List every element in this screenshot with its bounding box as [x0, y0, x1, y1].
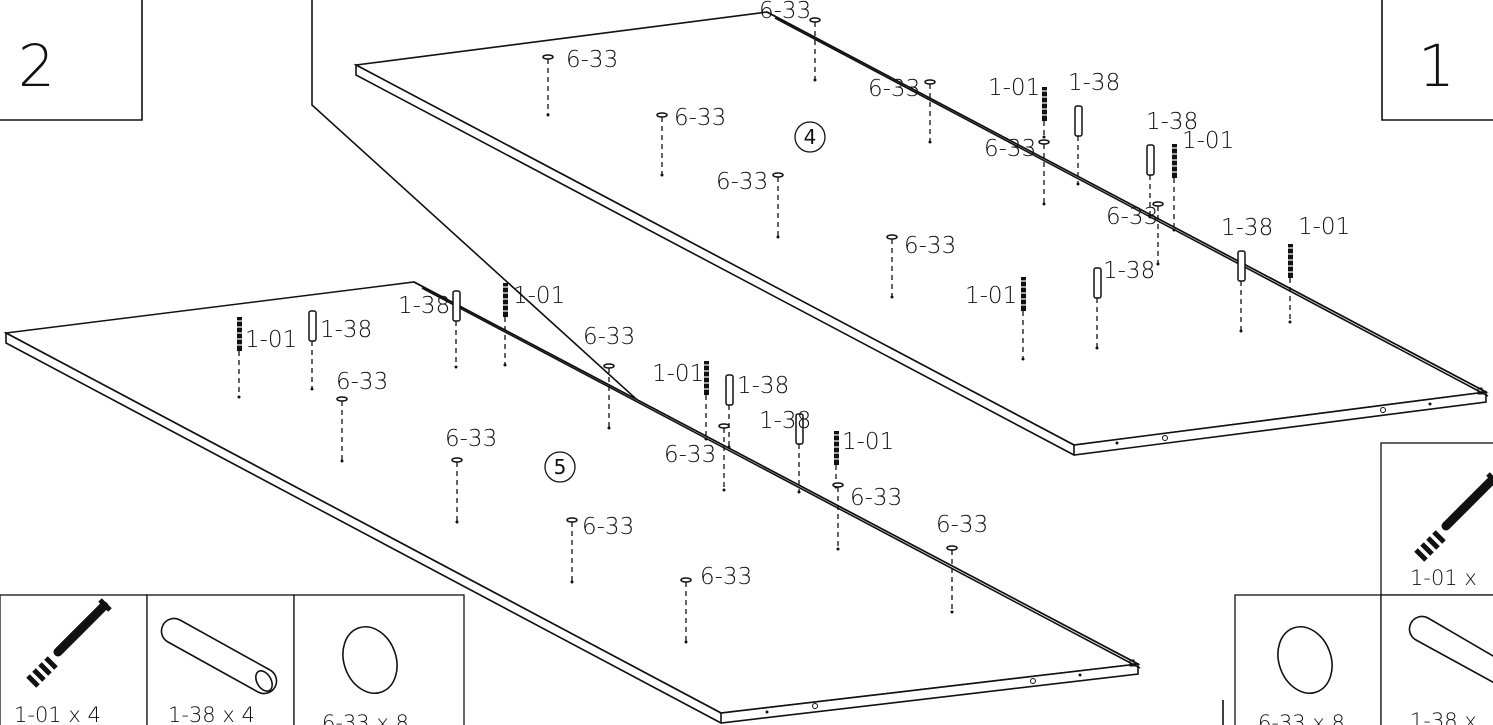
- fitting-label: 1-38: [1146, 109, 1198, 135]
- fitting-dowel-23: 1-38: [725, 373, 789, 449]
- fitting-cap-30: 6-33: [936, 512, 988, 614]
- panel-4-circle: [794, 121, 826, 153]
- fitting-label: 6-33: [868, 76, 920, 102]
- fitting-cap-4: 6-33: [716, 169, 784, 239]
- step-1-frame: [1381, 0, 1493, 121]
- fitting-label: 6-33: [664, 442, 716, 468]
- fitting-dowel-15: 1-38: [1093, 258, 1155, 350]
- fitting-cam-14: 1-01: [965, 277, 1028, 361]
- fitting-cam-19: 1-01: [501, 283, 565, 367]
- count-dowel-right: 1-38 x: [1410, 709, 1477, 725]
- dowel-icon: [160, 617, 278, 695]
- fitting-label: 1-38: [398, 293, 450, 319]
- fitting-cam-16: 1-01: [235, 317, 297, 399]
- fitting-dowel-25: 1-38: [759, 408, 811, 494]
- panel-5-circle: [544, 451, 576, 483]
- step-number-left: 2: [18, 32, 55, 100]
- fitting-label: 6-33: [759, 0, 811, 24]
- cap-icon-right: [1277, 626, 1333, 694]
- fitting-label: 6-33: [583, 324, 635, 350]
- hardware-legend-right: [1234, 442, 1493, 725]
- fitting-label: 1-38: [1221, 215, 1273, 241]
- fitting-label: 1-38: [759, 408, 811, 434]
- step-number-right: 1: [1418, 32, 1455, 100]
- fitting-cap-24: 6-33: [664, 423, 730, 492]
- fitting-label: 1-01: [245, 327, 297, 353]
- fitting-label: 6-33: [984, 136, 1036, 162]
- fitting-label: 1-38: [737, 373, 789, 399]
- fitting-label: 1-38: [320, 317, 372, 343]
- fitting-label: 1-01: [988, 75, 1040, 101]
- fitting-cap-20: 6-33: [336, 369, 388, 463]
- board-panel-5: [3, 281, 1141, 724]
- fitting-label: 1-01: [965, 283, 1017, 309]
- fitting-cam-11: 1-01: [1170, 128, 1234, 232]
- fitting-cap-28: 6-33: [445, 426, 497, 524]
- count-cam-bolt-right: 1-01 x: [1410, 566, 1477, 590]
- fitting-cap-3: 6-33: [656, 105, 726, 177]
- hardware-legend-left: [0, 594, 465, 725]
- fitting-label: 1-38: [1068, 70, 1120, 96]
- count-cam-bolt-left: 1-01 x 4: [14, 703, 101, 725]
- fitting-label: 6-33: [674, 105, 726, 131]
- fitting-cam-13: 1-01: [1286, 214, 1350, 324]
- fitting-dowel-12: 1-38: [1221, 215, 1273, 333]
- panel-5-number: 5: [554, 455, 567, 479]
- fitting-label: 6-33: [850, 485, 902, 511]
- fitting-cap-2: 6-33: [868, 76, 936, 144]
- scene-partition-lines: [311, 0, 1224, 725]
- fitting-label: 6-33: [336, 369, 388, 395]
- fitting-dowel-18: 1-38: [398, 290, 461, 369]
- board-panel-4: [353, 11, 1489, 456]
- fitting-label: 6-33: [566, 47, 618, 73]
- fitting-dowel-17: 1-38: [308, 310, 372, 391]
- fitting-cam-22: 1-01: [652, 361, 711, 441]
- fitting-cap-1: 6-33: [759, 0, 821, 82]
- fitting-label: 1-01: [513, 283, 565, 309]
- step-2-frame: [0, 0, 143, 121]
- fitting-cap-27: 6-33: [832, 482, 902, 551]
- fitting-label: 6-33: [700, 564, 752, 590]
- fitting-cam-26: 1-01: [832, 429, 894, 489]
- dowel-icon-right: [1408, 615, 1493, 684]
- fitting-label: 6-33: [582, 514, 634, 540]
- panel-4-number: 4: [804, 125, 817, 149]
- count-cap-left: 6-33 x 8: [322, 711, 409, 725]
- count-dowel-left: 1-38 x 4: [168, 703, 255, 725]
- fitting-label: 1-01: [652, 361, 704, 387]
- fitting-label: 1-01: [1298, 214, 1350, 240]
- fitting-label: 1-01: [1182, 128, 1234, 154]
- cap-icon: [342, 626, 398, 694]
- fitting-cap-6: 6-33: [886, 233, 956, 299]
- fitting-cap-5: 6-33: [984, 136, 1050, 206]
- fitting-label: 6-33: [904, 233, 956, 259]
- fitting-cap-29: 6-33: [566, 514, 634, 584]
- fitting-cam-8: 1-01: [988, 75, 1049, 139]
- fitting-label: 1-38: [1103, 258, 1155, 284]
- fitting-dowel-9: 1-38: [1068, 70, 1120, 186]
- fitting-cap-21: 6-33: [583, 324, 635, 430]
- fitting-label: 1-01: [842, 429, 894, 455]
- fitting-label: 6-33: [716, 169, 768, 195]
- fitting-cap-0: 6-33: [542, 47, 618, 117]
- fitting-dowel-10: 1-38: [1146, 109, 1198, 219]
- count-cap-right: 6-33 x 8: [1258, 711, 1345, 725]
- fitting-cap-31: 6-33: [680, 564, 752, 644]
- fitting-label: 6-33: [445, 426, 497, 452]
- fitting-label: 6-33: [936, 512, 988, 538]
